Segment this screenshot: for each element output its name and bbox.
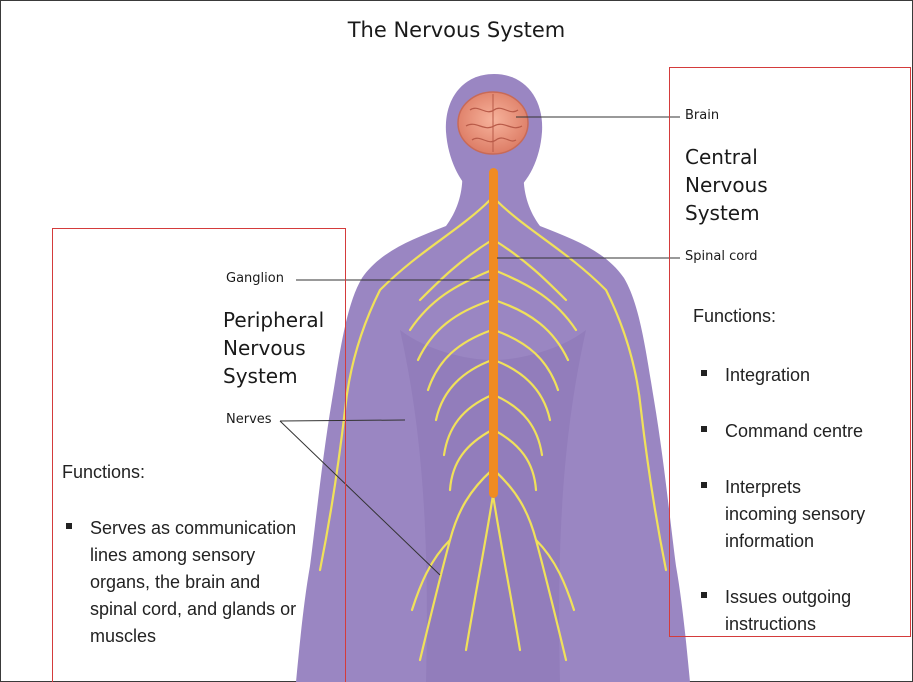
function-text-line: instructions [725, 614, 816, 634]
function-text-line: Integration [725, 365, 810, 385]
peripheral-title-line: Nervous [223, 334, 324, 362]
function-text-line: lines among sensory [90, 545, 255, 565]
central-title-line: Central [685, 143, 768, 171]
central-nervous-system-title: Central Nervous System [685, 143, 768, 227]
function-text-line: organs, the brain and [90, 572, 260, 592]
peripheral-title-line: System [223, 362, 324, 390]
function-text-line: spinal cord, and glands or [90, 599, 296, 619]
central-title-line: System [685, 199, 768, 227]
function-text-line: muscles [90, 626, 156, 646]
peripheral-functions-heading: Functions: [62, 462, 145, 483]
list-item: Serves as communication lines among senso… [60, 515, 350, 650]
function-text-line: information [725, 531, 814, 551]
central-title-line: Nervous [685, 171, 768, 199]
bullet-icon [701, 482, 707, 488]
central-functions-list: Integration Command centre Interprets inc… [695, 362, 905, 638]
list-item: Integration [695, 362, 905, 389]
peripheral-nervous-system-title: Peripheral Nervous System [223, 306, 324, 390]
page-title: The Nervous System [0, 18, 913, 42]
list-item: Interprets incoming sensory information [695, 474, 905, 555]
function-text-line: Interprets [725, 477, 801, 497]
bullet-icon [701, 370, 707, 376]
bullet-icon [701, 592, 707, 598]
list-item: Command centre [695, 418, 905, 445]
function-text-line: Issues outgoing [725, 587, 851, 607]
bullet-icon [701, 426, 707, 432]
function-text-line: incoming sensory [725, 504, 865, 524]
spinal-cord [489, 168, 498, 498]
list-item: Issues outgoing instructions [695, 584, 905, 638]
function-text-line: Command centre [725, 421, 863, 441]
peripheral-title-line: Peripheral [223, 306, 324, 334]
bullet-icon [66, 523, 72, 529]
central-functions-heading: Functions: [693, 306, 776, 327]
function-text-line: Serves as communication [90, 518, 296, 538]
peripheral-functions-list: Serves as communication lines among senso… [60, 515, 350, 650]
brain-icon [458, 92, 528, 154]
